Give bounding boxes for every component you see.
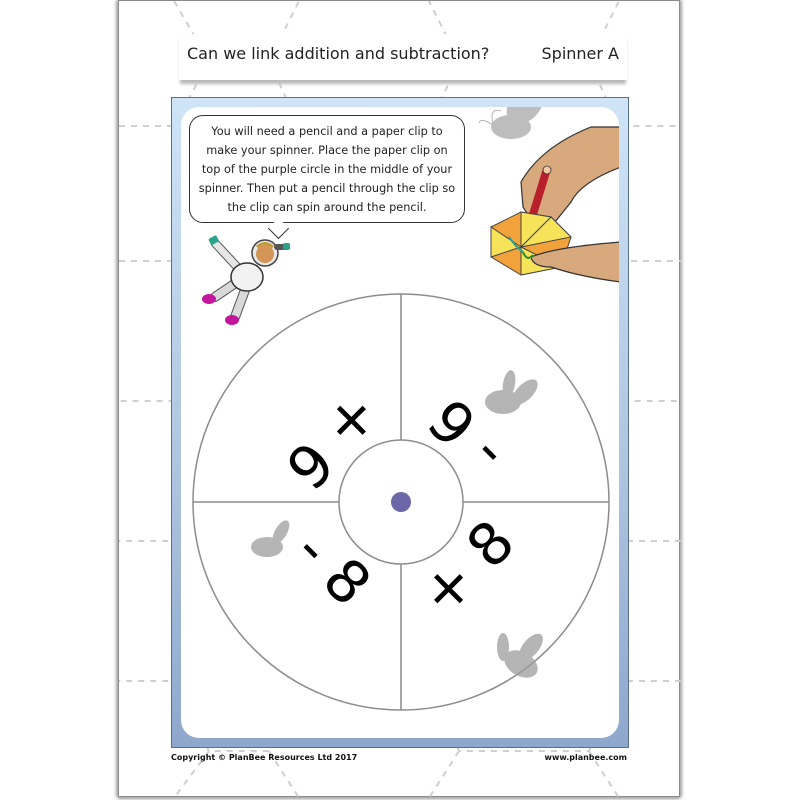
content-frame: You will need a pencil and a paper clip … [171,97,629,748]
spinner-wheel: + 6 - 6 - 8 + 8 [192,293,610,711]
copyright-text: Copyright © PlanBee Resources Ltd 2017 [171,753,358,762]
worksheet-page: Can we link addition and subtraction? Sp… [118,0,681,798]
content-area: You will need a pencil and a paper clip … [181,107,619,738]
bee-icon [478,107,543,139]
instructions-text: You will need a pencil and a paper clip … [198,125,456,214]
page-title: Can we link addition and subtraction? [187,44,490,63]
hand-with-pencil-spinner-icon [490,126,619,283]
website-link[interactable]: www.planbee.com [544,753,627,762]
astronaut-icon [202,235,290,325]
center-dot [391,492,411,512]
title-bar: Can we link addition and subtraction? Sp… [179,34,627,80]
instructions-speech-bubble: You will need a pencil and a paper clip … [189,115,465,223]
spinner-label: Spinner A [541,44,620,63]
